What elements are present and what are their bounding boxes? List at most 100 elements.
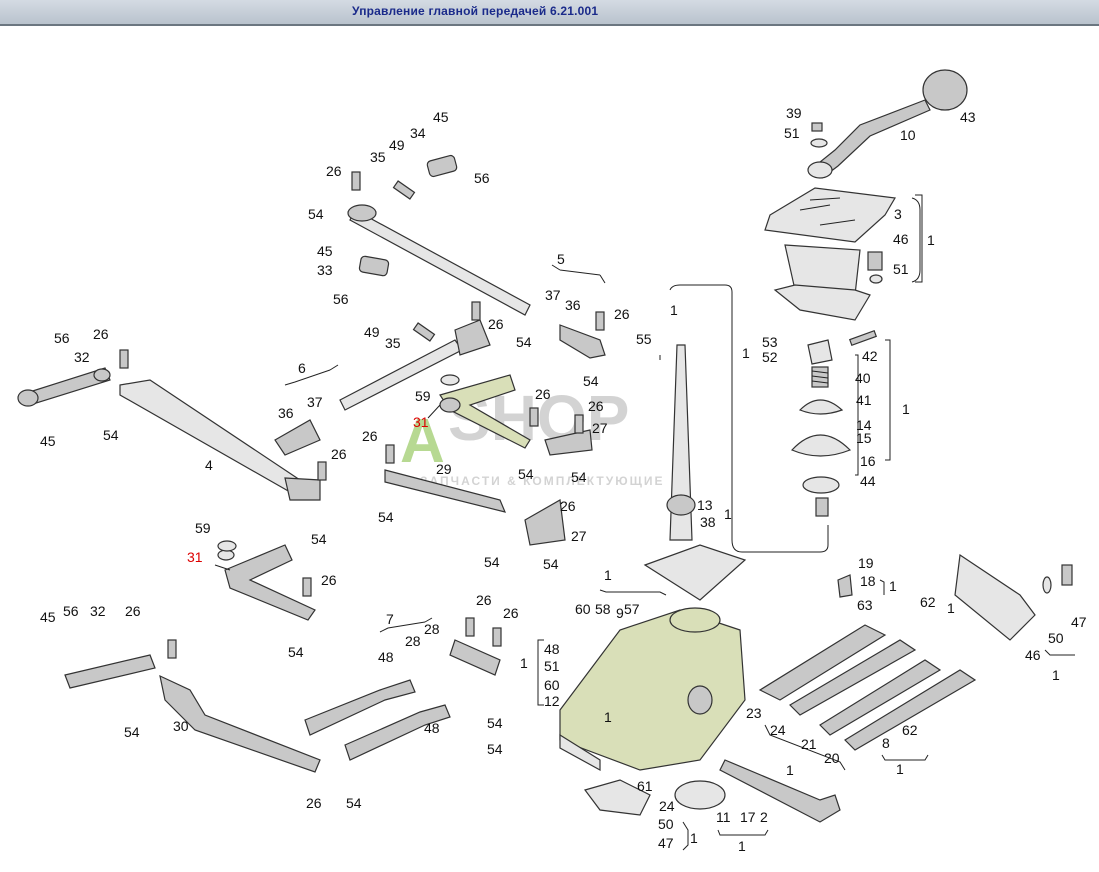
label-6: 6 (298, 360, 306, 376)
leader-lines (214, 355, 661, 571)
label-54a: 54 (308, 206, 324, 222)
housing-washer (869, 274, 883, 284)
spring-44 (815, 497, 829, 517)
washer-50b (1042, 576, 1052, 594)
label-59a: 59 (415, 388, 431, 404)
pin-26h (574, 414, 584, 434)
stack-block-53 (807, 339, 833, 365)
label-11: 11 (716, 809, 731, 825)
label-54n: 54 (487, 741, 503, 757)
label-27b: 27 (571, 528, 587, 544)
label-29: 29 (436, 461, 452, 477)
pin-26m (492, 627, 502, 647)
label-54m: 54 (487, 715, 503, 731)
label-45d: 45 (40, 609, 56, 625)
label-20: 20 (824, 750, 840, 766)
label-54j: 54 (543, 556, 559, 572)
bracket-1c (885, 339, 891, 461)
label-54k: 54 (288, 644, 304, 660)
label-49a: 49 (389, 137, 405, 153)
label-28b: 28 (405, 633, 421, 649)
label-54b: 54 (516, 334, 532, 350)
label-7: 7 (386, 611, 394, 627)
label-24a: 24 (659, 798, 675, 814)
label-1a: 1 (927, 232, 935, 248)
vertical-shaft (643, 284, 829, 601)
label-54g: 54 (378, 509, 394, 525)
label-54o: 54 (346, 795, 362, 811)
gearbox-body (559, 609, 746, 771)
label-43: 43 (960, 109, 976, 125)
gearbox-housing (559, 607, 746, 772)
rod-5-end-left (347, 204, 377, 222)
label-14: 14 (856, 417, 872, 433)
spring-19 (837, 574, 853, 598)
lever-pin (811, 122, 823, 132)
bracket-1h (537, 639, 544, 706)
label-26h: 26 (331, 446, 347, 462)
label-26l: 26 (476, 592, 492, 608)
bracket-1k (879, 579, 885, 595)
label-1o: 1 (1052, 667, 1060, 683)
lever-31b-body (224, 544, 316, 621)
label-36a: 36 (565, 297, 581, 313)
label-54i: 54 (484, 554, 500, 570)
label-37b: 37 (307, 394, 323, 410)
label-34: 34 (410, 125, 426, 141)
page-title: Управление главной передачей 6.21.001 (352, 4, 599, 18)
lever-27b-body (524, 499, 566, 546)
label-15: 15 (856, 430, 872, 446)
label-32b: 32 (90, 603, 106, 619)
label-26k: 26 (125, 603, 141, 619)
rod-21 (819, 659, 942, 736)
label-1k: 1 (889, 578, 897, 594)
label-16: 16 (860, 453, 876, 469)
label-54l: 54 (124, 724, 140, 740)
label-1m: 1 (786, 762, 794, 778)
label-53: 53 (762, 334, 778, 350)
title-bar: Управление главной передачей 6.21.001 (0, 0, 1099, 26)
rod-6-end-right (454, 319, 491, 356)
label-26e: 26 (535, 386, 551, 402)
bracket-1a (911, 197, 921, 283)
rod-7-lower (344, 704, 451, 761)
label-1n: 1 (896, 761, 904, 777)
lever-32-top (17, 367, 111, 407)
label-52: 52 (762, 349, 778, 365)
pin-26k (167, 639, 177, 659)
rod-4-end (284, 477, 321, 501)
label-23: 23 (746, 705, 762, 721)
label-48a: 48 (378, 649, 394, 665)
label-45a: 45 (433, 109, 449, 125)
label-1g: 1 (520, 655, 528, 671)
gearbox-lower-plate (559, 733, 601, 772)
bracket-1m (764, 724, 846, 771)
label-1l: 1 (947, 600, 955, 616)
label-35b: 35 (385, 335, 401, 351)
part-34 (426, 154, 458, 178)
label-26g: 26 (362, 428, 378, 444)
label-19: 19 (858, 555, 874, 571)
pin-26l (465, 617, 475, 637)
lever-32b-body (64, 654, 156, 689)
label-12: 12 (544, 693, 560, 709)
label-54h: 54 (311, 531, 327, 547)
exploded-parts-diagram: A SHOP ЗАПЧАСТИ & КОМПЛЕКТУЮЩИЕ (17, 69, 1087, 854)
bracket-1d (855, 354, 859, 476)
lever-27 (524, 429, 593, 546)
rod-7-upper (304, 679, 416, 736)
label-39: 39 (786, 105, 802, 121)
bracket-6 (284, 364, 339, 386)
rod-4-body (119, 379, 301, 493)
label-10: 10 (900, 127, 916, 143)
pin-26b (471, 301, 481, 321)
washer-59b (217, 540, 237, 552)
label-46b: 46 (1025, 647, 1041, 663)
lever-30 (159, 674, 321, 773)
label-56b: 56 (333, 291, 349, 307)
watermark-tagline: ЗАПЧАСТИ & КОМПЛЕКТУЮЩИЕ (420, 474, 664, 488)
label-13: 13 (697, 497, 713, 513)
label-1d: 1 (670, 302, 678, 318)
label-48c: 48 (544, 641, 560, 657)
pin-26f (317, 461, 327, 481)
